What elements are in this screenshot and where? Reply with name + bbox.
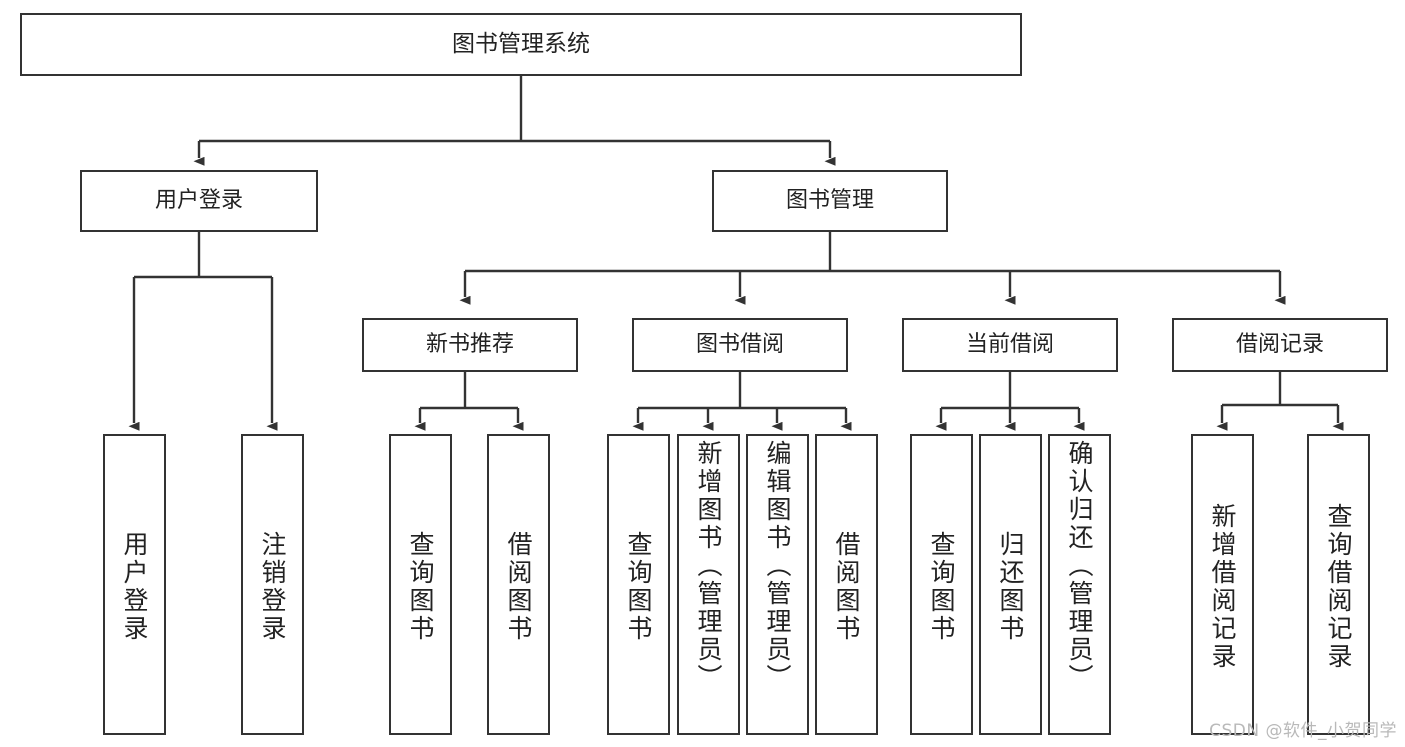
node-label: 确认归还（管理员） xyxy=(1065,440,1094,692)
leaf-node-recommend-query-book[interactable]: 查询图书 xyxy=(389,434,452,735)
node-label: 当前借阅 xyxy=(965,332,1054,358)
node-label: 图书借阅 xyxy=(695,332,784,358)
node-label: 新增借阅记录 xyxy=(1208,502,1237,671)
node-label: 图书管理系统 xyxy=(452,30,590,57)
leaf-node-current-return-book[interactable]: 归还图书 xyxy=(979,434,1042,735)
node-label: 借阅记录 xyxy=(1235,332,1324,358)
node-current-borrow[interactable]: 当前借阅 xyxy=(902,318,1118,372)
leaf-node-borrow-lend-book[interactable]: 借阅图书 xyxy=(815,434,878,735)
leaf-node-current-confirm-return[interactable]: 确认归还（管理员） xyxy=(1048,434,1111,735)
node-label: 图书管理 xyxy=(785,188,874,214)
leaf-node-borrow-query-book[interactable]: 查询图书 xyxy=(607,434,670,735)
node-label: 查询图书 xyxy=(624,530,653,643)
watermark-text: CSDN @软件_小贺同学 xyxy=(1209,721,1397,741)
node-new-book-recommend[interactable]: 新书推荐 xyxy=(362,318,578,372)
node-book-management[interactable]: 图书管理 xyxy=(712,170,948,232)
node-label: 新书推荐 xyxy=(425,332,514,358)
node-book-borrow[interactable]: 图书借阅 xyxy=(632,318,848,372)
node-label: 归还图书 xyxy=(996,530,1025,643)
leaf-node-record-add[interactable]: 新增借阅记录 xyxy=(1191,434,1254,735)
leaf-node-borrow-edit-book[interactable]: 编辑图书（管理员） xyxy=(746,434,809,735)
node-user-login[interactable]: 用户登录 xyxy=(80,170,318,232)
node-label: 查询图书 xyxy=(406,530,435,643)
leaf-node-user-login[interactable]: 用户登录 xyxy=(103,434,166,735)
node-label: 注销登录 xyxy=(258,530,287,643)
leaf-node-recommend-borrow-book[interactable]: 借阅图书 xyxy=(487,434,550,735)
node-borrow-record[interactable]: 借阅记录 xyxy=(1172,318,1388,372)
node-label: 编辑图书（管理员） xyxy=(763,440,792,692)
leaf-node-current-query-book[interactable]: 查询图书 xyxy=(910,434,973,735)
node-label: 新增图书（管理员） xyxy=(694,440,723,692)
leaf-node-record-query[interactable]: 查询借阅记录 xyxy=(1307,434,1370,735)
leaf-node-user-logout[interactable]: 注销登录 xyxy=(241,434,304,735)
node-label: 借阅图书 xyxy=(832,530,861,643)
node-root-book-management-system[interactable]: 图书管理系统 xyxy=(20,13,1022,76)
node-label: 用户登录 xyxy=(154,188,243,214)
node-label: 借阅图书 xyxy=(504,530,533,643)
leaf-node-borrow-add-book[interactable]: 新增图书（管理员） xyxy=(677,434,740,735)
node-label: 用户登录 xyxy=(120,530,149,643)
node-label: 查询图书 xyxy=(927,530,956,643)
node-label: 查询借阅记录 xyxy=(1324,502,1353,671)
